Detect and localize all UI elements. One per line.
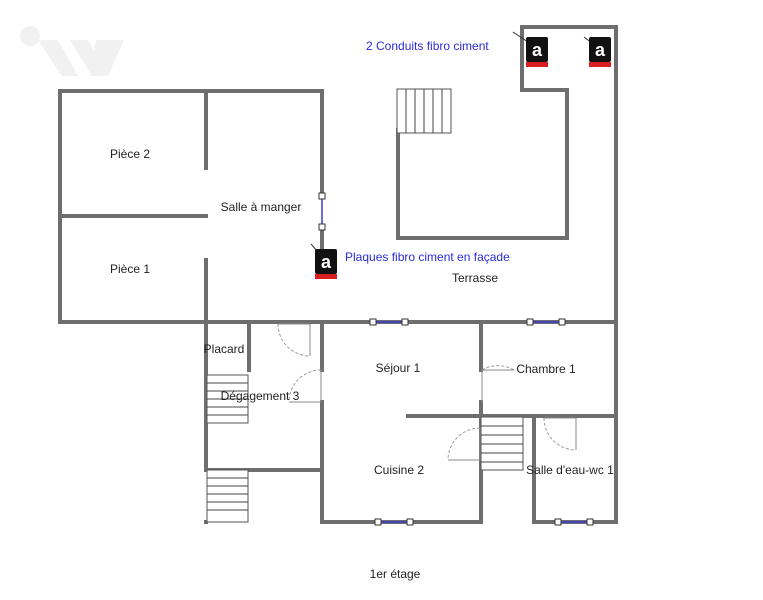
doors — [277, 323, 577, 461]
window-chambre — [526, 318, 566, 326]
asbestos-marker-conduit-2: a — [583, 36, 611, 67]
asbestos-marker-conduit-1: a — [512, 31, 548, 67]
stairs-cuisine — [480, 416, 524, 471]
marker-letter: a — [321, 252, 332, 272]
room-label-sejour: Séjour 1 — [376, 361, 421, 375]
stairs-terrasse — [396, 88, 452, 134]
watermark-logo — [20, 26, 124, 76]
door-salle-eau — [543, 417, 577, 451]
room-label-salle-a-manger: Salle à manger — [221, 200, 302, 214]
door-placard — [277, 323, 311, 357]
marker-letter: a — [595, 40, 606, 60]
room-label-piece-1: Pièce 1 — [110, 262, 150, 276]
room-label-cuisine: Cuisine 2 — [374, 463, 424, 477]
stairs-lower — [206, 469, 249, 523]
room-label-degagement: Dégagement 3 — [221, 389, 300, 403]
conduits-note: 2 Conduits fibro ciment — [366, 39, 489, 53]
window-salle-eau — [554, 518, 594, 526]
room-label-terrasse: Terrasse — [452, 271, 498, 285]
floor-label: 1er étage — [370, 567, 421, 581]
door-chambre — [481, 365, 515, 402]
room-label-placard: Placard — [204, 342, 245, 356]
door-cuisine — [447, 427, 481, 461]
room-label-piece-2: Pièce 2 — [110, 147, 150, 161]
stairs-degagement — [206, 374, 249, 424]
plaques-note: Plaques fibro ciment en façade — [345, 250, 510, 264]
window-cuisine — [374, 518, 414, 526]
room-label-chambre: Chambre 1 — [516, 362, 576, 376]
asbestos-marker-facade: a — [310, 243, 337, 279]
marker-letter: a — [532, 40, 543, 60]
room-label-salle-eau: Salle d'eau-wc 1 — [526, 463, 614, 477]
window-sejour — [369, 318, 409, 326]
door-degagement — [288, 369, 322, 403]
window-salle-a-manger — [318, 192, 326, 231]
